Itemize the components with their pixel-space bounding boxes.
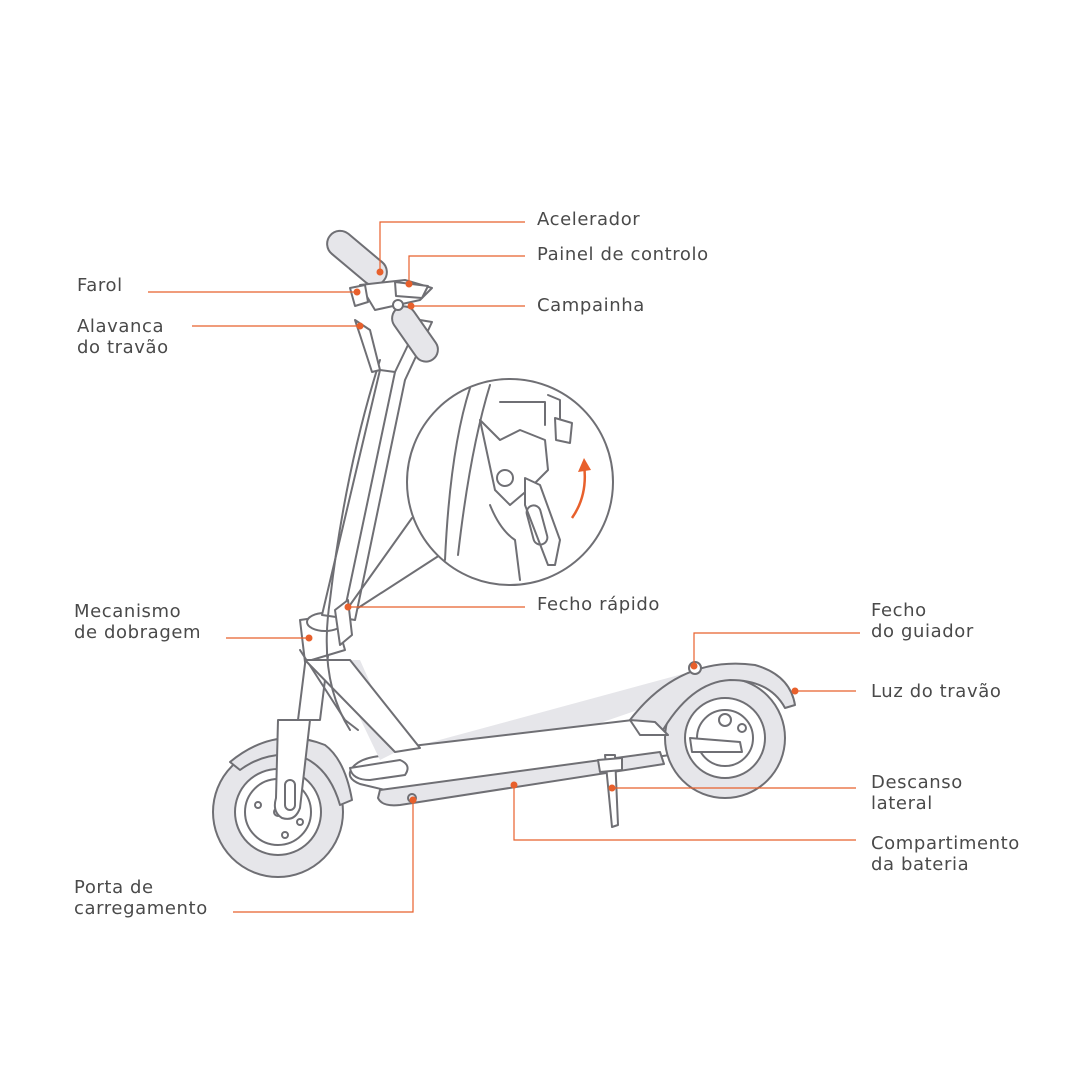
label-luz-do-travao: Luz do travão [871, 681, 1001, 702]
headlight [350, 285, 368, 306]
right-grip [387, 302, 442, 367]
label-mecanismo-de-dobragem: Mecanismo de dobragem [74, 601, 201, 643]
marker-dot [357, 323, 364, 330]
leader-painel [409, 256, 525, 284]
bell [393, 300, 403, 310]
leader-compartimento [514, 785, 856, 840]
marker-dot [691, 663, 698, 670]
marker-dot [406, 281, 413, 288]
label-descanso-lateral: Descanso lateral [871, 772, 963, 814]
label-fecho-do-guiador: Fecho do guiador [871, 600, 974, 642]
left-grip [322, 226, 392, 291]
callout-line [358, 555, 440, 608]
leader-fecho-guiador [694, 633, 860, 666]
label-alavanca-do-travao: Alavanca do travão [77, 316, 169, 358]
label-farol: Farol [77, 275, 123, 296]
label-campainha: Campainha [537, 295, 645, 316]
marker-dot [792, 688, 799, 695]
label-compartimento-da-bateria: Compartimento da bateria [871, 833, 1020, 875]
label-fecho-rapido: Fecho rápido [537, 594, 660, 615]
label-porta-de-carregamento: Porta de carregamento [74, 877, 208, 919]
leader-acelerador [380, 222, 525, 272]
marker-dot [410, 797, 417, 804]
kickstand-mount [598, 758, 622, 772]
marker-dot [377, 269, 384, 276]
label-painel-de-controlo: Painel de controlo [537, 244, 709, 265]
marker-dot [511, 782, 518, 789]
marker-dot [306, 635, 313, 642]
marker-dot [345, 604, 352, 611]
label-acelerador: Acelerador [537, 209, 640, 230]
marker-dot [408, 303, 415, 310]
marker-dot [354, 289, 361, 296]
marker-dot [609, 785, 616, 792]
